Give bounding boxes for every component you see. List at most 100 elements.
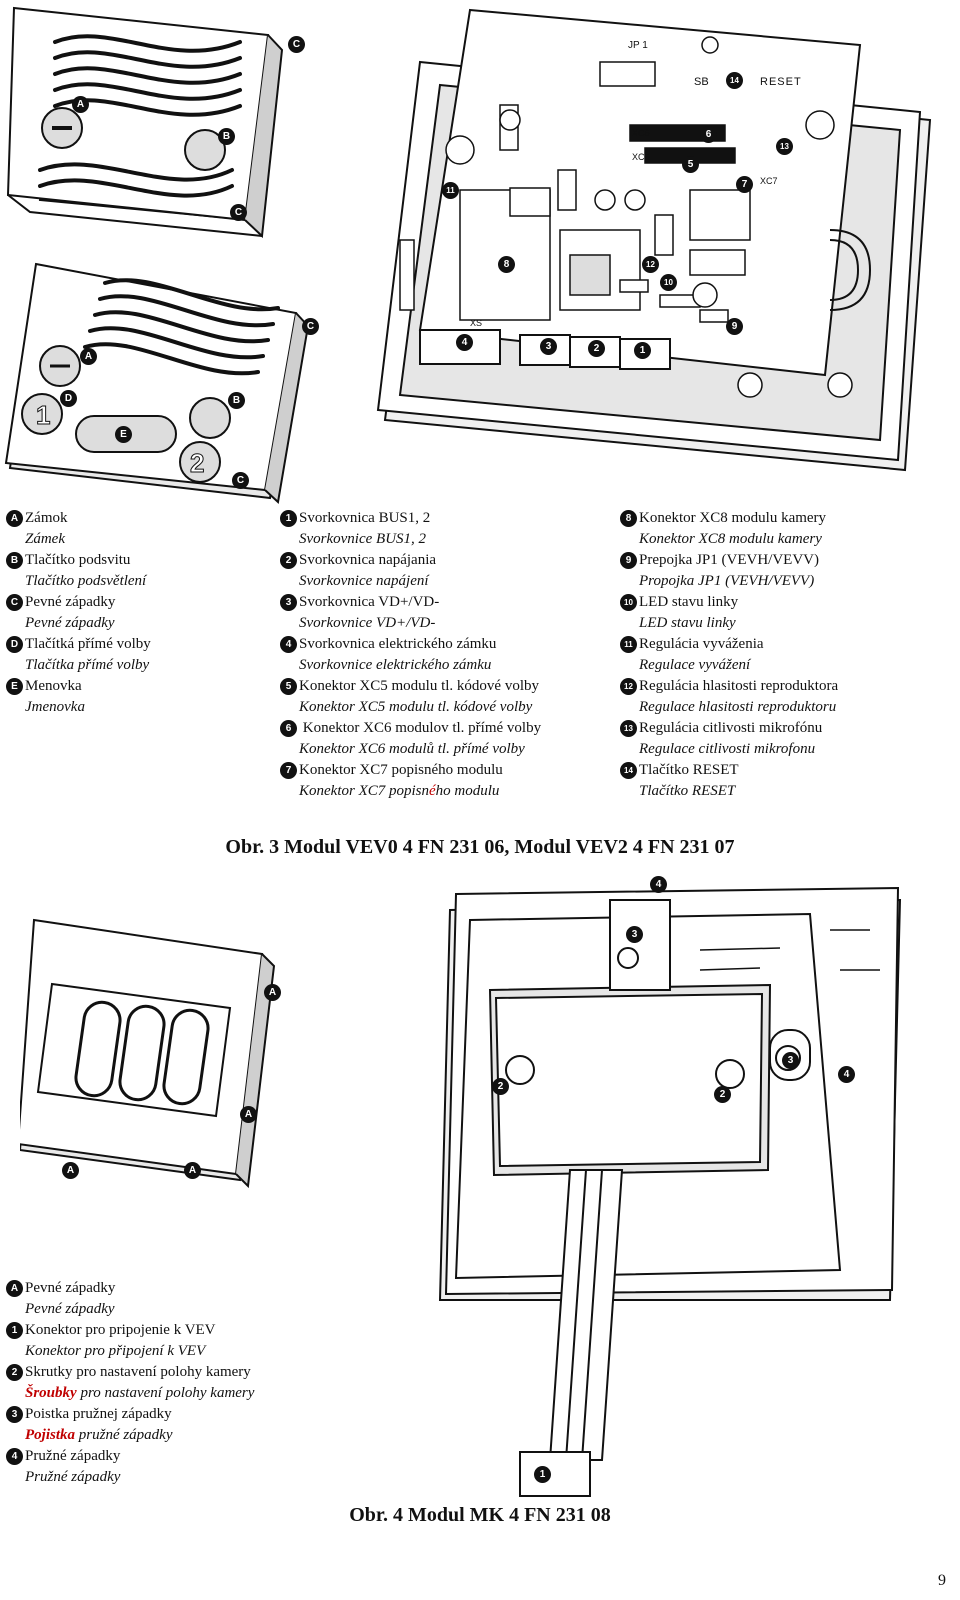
legend-cz-text-highlight: Pojistka bbox=[25, 1427, 76, 1443]
legend-cz-text: Pružné západky bbox=[25, 1469, 121, 1485]
legend-cz-text: Propojka JP1 (VEVH/VEVV) bbox=[639, 573, 815, 589]
legend-key-badge: 13 bbox=[620, 720, 637, 737]
fig4-camera-module-drawing bbox=[400, 870, 920, 1510]
fig4-callout-2: 2 bbox=[492, 1078, 509, 1095]
legend-sk-text: Prepojka JP1 (VEVH/VEVV) bbox=[639, 552, 819, 568]
legend-cz-text-part: ho modulu bbox=[435, 783, 500, 799]
legend-cz-text: Konektor XC7 popisného modulu bbox=[280, 781, 541, 802]
legend-key-badge: B bbox=[6, 552, 23, 569]
fig3-callout-a: A bbox=[80, 348, 97, 365]
legend-cz-text: Pevné západky bbox=[25, 615, 115, 631]
legend-cz-text: Konektor pro připojení k VEV bbox=[25, 1343, 206, 1359]
legend-cz-text: Šroubky pro nastavení polohy kamery bbox=[6, 1383, 254, 1404]
legend-sk-text: Konektor XC5 modulu tl. kódové volby bbox=[299, 678, 539, 694]
legend-key-badge: 4 bbox=[6, 1448, 23, 1465]
board-label-sb: SB bbox=[694, 76, 709, 88]
legend-cz-text: Svorkovnice elektrického zámku bbox=[299, 657, 492, 673]
legend-cz-text: Regulace citlivosti mikrofonu bbox=[639, 741, 816, 757]
fig3-callout-6: 6 bbox=[700, 126, 717, 143]
fig3-callout-e: E bbox=[115, 426, 132, 443]
legend-key-badge: 6 bbox=[280, 720, 297, 737]
legend-key-badge: 1 bbox=[280, 510, 297, 527]
legend-cz-text: Jmenovka bbox=[25, 699, 85, 715]
legend-cz-text: Pojistka pružné západky bbox=[6, 1425, 254, 1446]
legend-key-badge: 9 bbox=[620, 552, 637, 569]
svg-text:1: 1 bbox=[36, 400, 50, 430]
legend-sk-text: Poistka pružnej západky bbox=[25, 1406, 172, 1422]
board-label-xs: XS bbox=[470, 318, 483, 328]
legend-key-badge: 7 bbox=[280, 762, 297, 779]
legend-sk-text: Svorkovnica VD+/VD- bbox=[299, 594, 440, 610]
board-label-xc6: XC6 bbox=[632, 128, 650, 138]
legend-sk-text: Konektor pro pripojenie k VEV bbox=[25, 1322, 216, 1338]
legend-key-badge: 3 bbox=[6, 1406, 23, 1423]
fig4-callout-a: A bbox=[184, 1162, 201, 1179]
fig4-callout-a: A bbox=[240, 1106, 257, 1123]
fig3-callout-2: 2 bbox=[588, 340, 605, 357]
legend-sk-text: Svorkovnica elektrického zámku bbox=[299, 636, 497, 652]
legend-cz-text-highlight: Šroubky bbox=[25, 1385, 77, 1401]
legend-sk-text: Regulácia vyváženia bbox=[639, 636, 764, 652]
legend-cz-text: Svorkovnice VD+/VD- bbox=[299, 615, 436, 631]
fig3-callout-a: A bbox=[72, 96, 89, 113]
fig3-callout-d: D bbox=[60, 390, 77, 407]
fig3-callout-12: 12 bbox=[642, 256, 659, 273]
legend-cz-text: Konektor XC6 modulů tl. přímé volby bbox=[299, 741, 525, 757]
legend-sk-text: Pevné západky bbox=[25, 594, 116, 610]
fig3-callout-1: 1 bbox=[634, 342, 651, 359]
legend-cz-text: Pevné západky bbox=[25, 1301, 115, 1317]
fig3-callout-10: 10 bbox=[660, 274, 677, 291]
legend-cz-text-part: pro nastavení polohy kamery bbox=[76, 1385, 255, 1401]
svg-text:2: 2 bbox=[190, 448, 204, 478]
fig3-callout-c: C bbox=[288, 36, 305, 53]
legend-key-badge: C bbox=[6, 594, 23, 611]
board-label-reset: RESET bbox=[760, 76, 802, 88]
legend-key-badge: A bbox=[6, 1280, 23, 1297]
legend-cz-text: Konektor XC5 modulu tl. kódové volby bbox=[299, 699, 533, 715]
legend-sk-text: Pevné západky bbox=[25, 1280, 116, 1296]
fig4-front-panel-drawing bbox=[20, 918, 290, 1198]
legend-cz-text: Tlačítka přímé volby bbox=[25, 657, 150, 673]
legend-key-badge: 10 bbox=[620, 594, 637, 611]
legend-cz-text: Tlačítko RESET bbox=[639, 783, 736, 799]
legend-sk-text: Konektor XC7 popisného modulu bbox=[299, 762, 503, 778]
legend-key-badge: D bbox=[6, 636, 23, 653]
legend-sk-text: Regulácia hlasitosti reproduktora bbox=[639, 678, 839, 694]
legend-entry: 6 Konektor XC6 modulov tl. přímé volby K… bbox=[280, 718, 541, 760]
fig3-callout-14: 14 bbox=[726, 72, 743, 89]
legend-cz-text: Regulace vyvážení bbox=[639, 657, 751, 673]
fig4-callout-a: A bbox=[264, 984, 281, 1001]
legend-sk-text: LED stavu linky bbox=[639, 594, 739, 610]
fig3-callout-b: B bbox=[218, 128, 235, 145]
fig3-callout-7: 7 bbox=[736, 176, 753, 193]
legend-key-badge: 2 bbox=[280, 552, 297, 569]
fig3-circuit-board-drawing bbox=[360, 0, 960, 490]
fig4-callout-1: 1 bbox=[534, 1466, 551, 1483]
fig3-callout-8: 8 bbox=[498, 256, 515, 273]
board-label-jp: JP 1 bbox=[628, 40, 648, 51]
fig3-callout-4: 4 bbox=[456, 334, 473, 351]
fig4-callout-4: 4 bbox=[650, 876, 667, 893]
fig3-callout-5: 5 bbox=[682, 156, 699, 173]
legend-key-badge: E bbox=[6, 678, 23, 695]
